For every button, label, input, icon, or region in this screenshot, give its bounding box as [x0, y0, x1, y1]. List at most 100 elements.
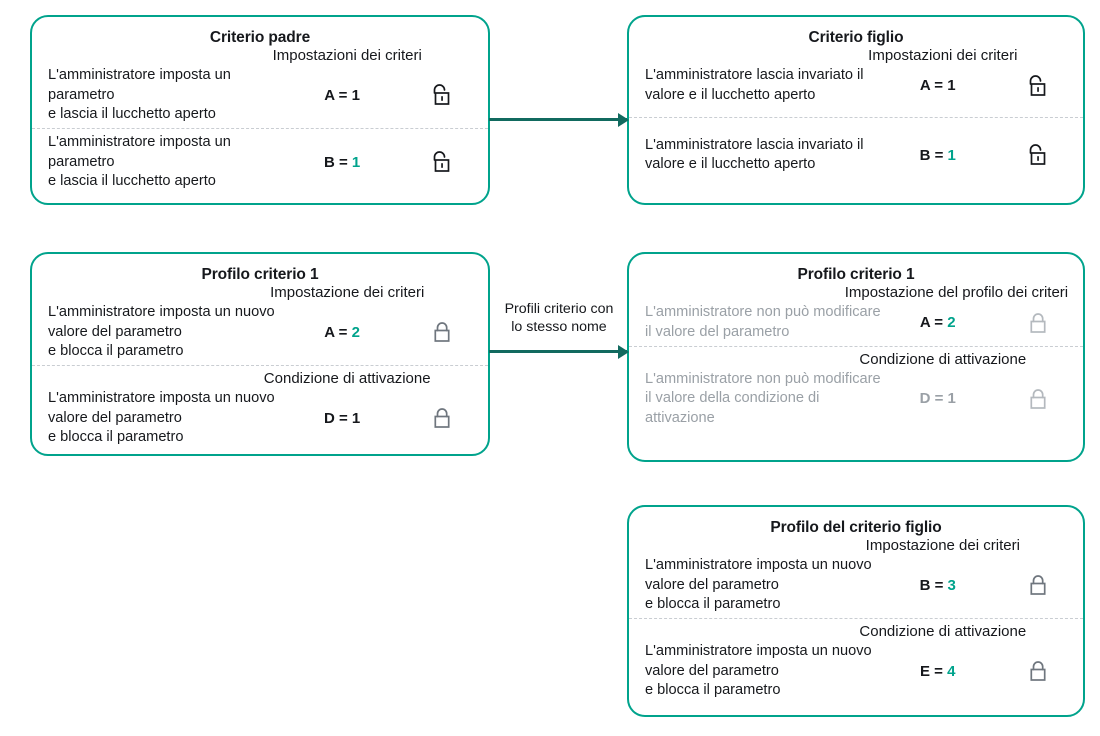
lock-cell	[992, 387, 1083, 411]
box-section: Condizione di attivazione L'amministrato…	[629, 618, 1083, 700]
section-heading: Impostazione dei criteri	[270, 284, 425, 302]
box-section: Condizione di attivazione L'amministrato…	[629, 345, 1083, 428]
parameter-key: B =	[323, 153, 348, 171]
parameter-key: A =	[324, 86, 348, 104]
lock-closed-icon	[434, 408, 450, 429]
parameter-value: B = 3	[883, 577, 992, 594]
section-row: L'amministratore imposta un nuovo valore…	[629, 642, 1083, 700]
section-row: L'amministratore imposta un parametro e …	[32, 133, 488, 191]
section-row: L'amministratore lascia invariato il val…	[629, 136, 1083, 175]
parameter-key: B =	[919, 576, 944, 594]
parameter-value: E = 4	[883, 663, 992, 680]
parameter-value: B = 1	[287, 154, 396, 171]
parameter-value: A = 1	[883, 77, 992, 94]
section-description: L'amministratore imposta un parametro e …	[48, 134, 231, 190]
box-title: Profilo del criterio figlio	[770, 519, 942, 536]
lock-open-icon	[434, 84, 450, 106]
parameter-number: 1	[947, 146, 956, 164]
lock-open-icon	[434, 151, 450, 173]
box-title: Profilo criterio 1	[201, 266, 319, 283]
parameter-key: A =	[919, 77, 944, 95]
parameter-key: D =	[919, 390, 944, 408]
section-description: L'amministratore non può modificare il v…	[645, 370, 881, 426]
section-heading: Impostazioni dei criteri	[272, 47, 422, 65]
box-profilo-criterio-1-left: Profilo criterio 1 Impostazione dei crit…	[30, 252, 490, 456]
lock-cell	[992, 573, 1083, 597]
parameter-number: 3	[947, 576, 956, 594]
parameter-number: 1	[947, 77, 956, 95]
box-section: Condizione di attivazione L'amministrato…	[32, 365, 488, 447]
box-section: L'amministratore imposta un parametro e …	[32, 128, 488, 191]
box-criterio-figlio: Criterio figlio Impostazioni dei criteri…	[627, 15, 1085, 205]
parameter-value: B = 1	[883, 147, 992, 164]
lock-cell	[992, 74, 1083, 98]
parameter-number: 1	[351, 86, 360, 104]
section-description: L'amministratore lascia invariato il val…	[645, 136, 864, 173]
arrow-profile-to-profile	[489, 350, 627, 353]
section-row: L'amministratore non può modificare il v…	[629, 370, 1083, 428]
box-section: L'amministratore lascia invariato il val…	[629, 116, 1083, 175]
parameter-number: 1	[351, 153, 361, 171]
lock-cell	[397, 320, 488, 344]
box-section: Impostazione dei criteri L'amministrator…	[32, 284, 488, 365]
section-heading: Impostazione del profilo dei criteri	[844, 284, 1069, 302]
parameter-value: A = 1	[287, 87, 396, 104]
lock-closed-icon	[1030, 389, 1046, 409]
parameter-key: A =	[919, 314, 944, 332]
section-heading: Condizione di attivazione	[859, 623, 1027, 641]
section-description: L'amministratore imposta un nuovo valore…	[645, 557, 872, 612]
lock-cell	[992, 659, 1083, 683]
parameter-value: D = 1	[883, 390, 992, 407]
section-heading: Impostazione dei criteri	[865, 537, 1020, 555]
section-description: L'amministratore imposta un parametro e …	[48, 67, 231, 122]
box-profilo-del-criterio-figlio: Profilo del criterio figlio Impostazione…	[627, 505, 1085, 717]
section-row: L'amministratore imposta un nuovo valore…	[32, 303, 488, 361]
lock-cell	[992, 311, 1083, 335]
parameter-key: D =	[323, 409, 348, 427]
box-section: Impostazione dei criteri L'amministrator…	[629, 537, 1083, 618]
section-row: L'amministratore imposta un parametro e …	[32, 66, 488, 124]
lock-closed-icon	[434, 322, 450, 343]
arrow-label-profili-stesso-nome: Profili criterio con lo stesso nome	[504, 301, 614, 336]
parameter-number: 2	[947, 314, 956, 332]
box-title: Profilo criterio 1	[797, 266, 915, 283]
parameter-value: A = 2	[883, 314, 992, 331]
box-section: Impostazione del profilo dei criteri L'a…	[629, 284, 1083, 346]
parameter-key: B =	[919, 146, 944, 164]
box-criterio-padre: Criterio padre Impostazioni dei criteri …	[30, 15, 490, 205]
section-description: L'amministratore imposta un nuovo valore…	[645, 643, 872, 698]
parameter-value: A = 2	[287, 324, 396, 341]
lock-closed-icon	[1030, 661, 1046, 682]
parameter-number: 2	[351, 323, 360, 341]
lock-closed-icon	[1030, 575, 1046, 596]
section-heading: Impostazioni dei criteri	[868, 47, 1018, 65]
parameter-number: 1	[351, 409, 361, 427]
lock-open-icon	[1029, 144, 1045, 166]
lock-cell	[992, 143, 1083, 167]
box-section: Impostazioni dei criteri L'amministrator…	[32, 47, 488, 128]
parameter-key: A =	[324, 323, 348, 341]
section-row: L'amministratore imposta un nuovo valore…	[32, 389, 488, 447]
section-row: L'amministratore lascia invariato il val…	[629, 66, 1083, 105]
box-profilo-criterio-1-right: Profilo criterio 1 Impostazione del prof…	[627, 252, 1085, 462]
section-heading: Condizione di attivazione	[263, 370, 431, 388]
section-row: L'amministratore imposta un nuovo valore…	[629, 556, 1083, 614]
section-row: L'amministratore non può modificare il v…	[629, 303, 1083, 342]
box-section: Impostazioni dei criteri L'amministrator…	[629, 47, 1083, 117]
arrow-parent-to-child	[489, 118, 627, 121]
section-description: L'amministratore imposta un nuovo valore…	[48, 390, 275, 445]
lock-open-icon	[1029, 74, 1045, 96]
parameter-value: D = 1	[287, 410, 396, 427]
section-description: L'amministratore non può modificare il v…	[645, 304, 881, 340]
lock-cell	[397, 83, 488, 107]
parameter-number: 4	[947, 662, 956, 680]
lock-cell	[397, 150, 488, 174]
parameter-key: E =	[919, 662, 943, 680]
section-heading: Condizione di attivazione	[859, 350, 1027, 368]
section-description: L'amministratore imposta un nuovo valore…	[48, 304, 275, 359]
parameter-number: 1	[947, 390, 956, 408]
box-title: Criterio padre	[209, 29, 311, 46]
section-description: L'amministratore lascia invariato il val…	[645, 67, 864, 103]
box-title: Criterio figlio	[808, 29, 904, 46]
